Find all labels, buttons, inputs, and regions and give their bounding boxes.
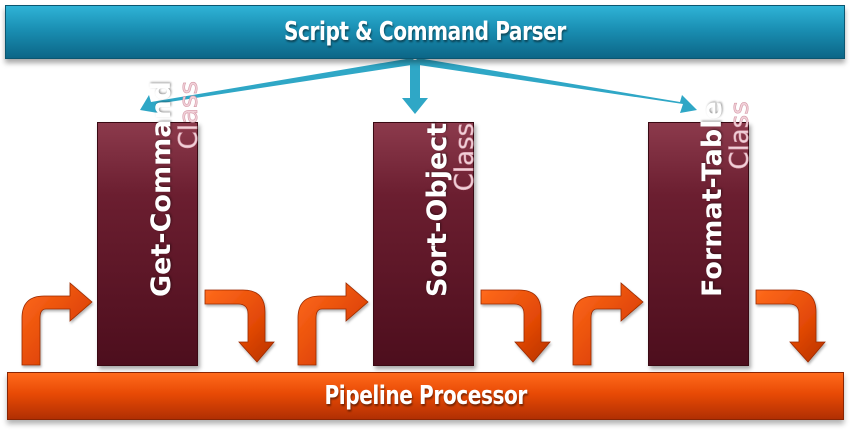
class-subtitle: Class <box>449 122 480 192</box>
class-box-sort-object: Sort-Object Class <box>373 122 480 366</box>
parser-label: Script & Command Parser <box>284 17 566 47</box>
flow-arrow-into-get-command <box>21 282 93 366</box>
class-box-format-table: Format-Table Class <box>648 101 755 366</box>
flow-arrow-out-of-format-table <box>755 289 826 363</box>
class-subtitle: Class <box>173 81 204 150</box>
flow-arrow-out-of-get-command <box>204 289 275 363</box>
flow-arrow-out-of-sort-object <box>480 289 551 363</box>
connector-arrow-get-command <box>140 58 418 113</box>
class-subtitle: Class <box>724 101 755 170</box>
connector-arrow-format-table <box>412 58 697 113</box>
pipeline-processor-bar: Pipeline Processor <box>7 372 844 420</box>
script-command-parser-bar: Script & Command Parser <box>5 5 845 59</box>
flow-arrow-into-sort-object <box>297 282 369 366</box>
flow-arrow-into-format-table <box>572 282 644 366</box>
class-name: Sort-Object <box>421 122 453 297</box>
class-box-get-command: Get-Command Class <box>97 81 204 366</box>
pipeline-label: Pipeline Processor <box>324 381 527 411</box>
class-name: Format-Table <box>696 101 728 297</box>
class-name: Get-Command <box>145 81 177 297</box>
connector-arrow-sort-object <box>402 60 428 114</box>
